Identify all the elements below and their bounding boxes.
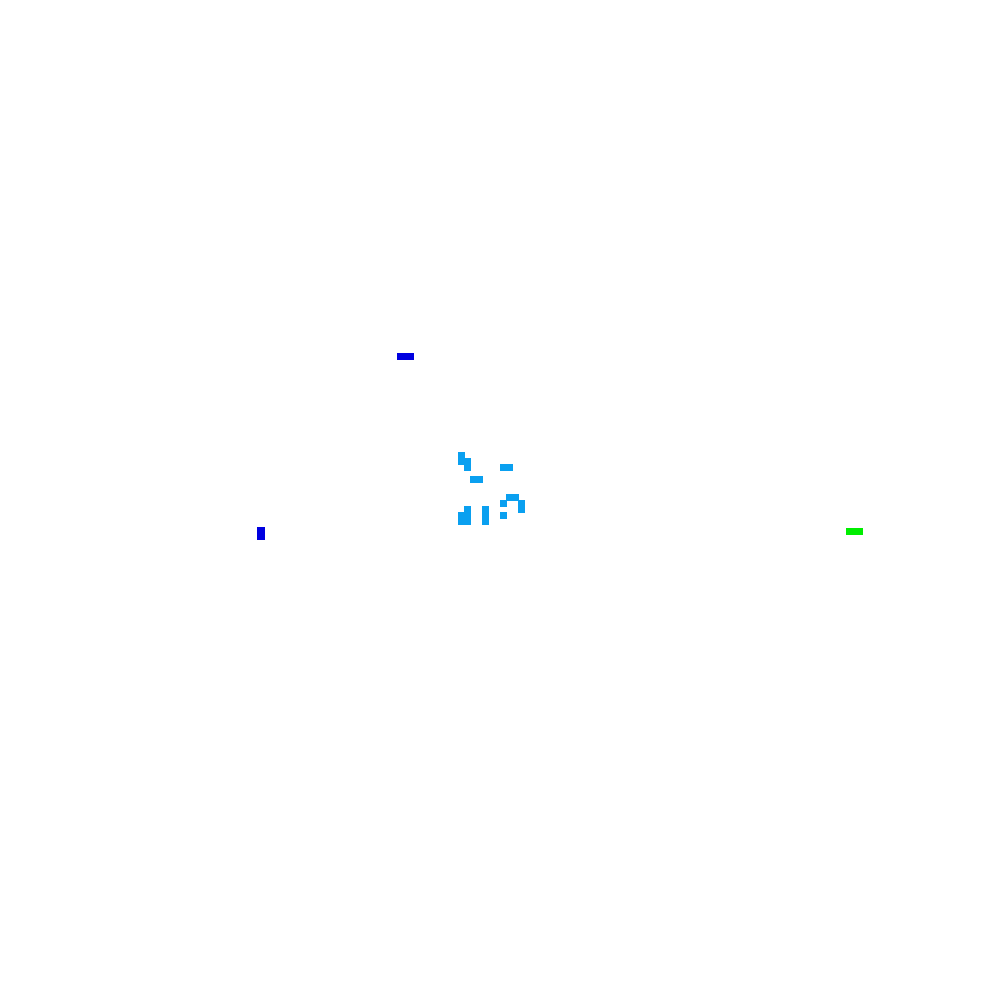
cluster-cell	[464, 458, 471, 465]
green-piece-right[interactable]	[846, 528, 863, 535]
cluster-cell	[464, 464, 471, 471]
cluster-cell	[500, 512, 507, 519]
cluster-cell	[500, 464, 507, 471]
blue-piece-top[interactable]	[397, 353, 414, 360]
cluster-cell	[482, 512, 489, 519]
cluster-cell	[482, 518, 489, 525]
cluster-cell	[476, 476, 483, 483]
cluster-cell	[464, 518, 471, 525]
cluster-cell	[518, 500, 525, 507]
cluster-cell	[464, 512, 471, 519]
cluster-cell	[512, 494, 519, 501]
cluster-cell	[506, 494, 513, 501]
cluster-cell	[458, 512, 465, 519]
cluster-cell	[458, 518, 465, 525]
cluster-cell	[464, 506, 471, 513]
cluster-cell	[506, 464, 513, 471]
cluster-cell	[458, 452, 465, 459]
cluster-cell	[458, 458, 465, 465]
cluster-cell	[500, 500, 507, 507]
cluster-cell	[470, 476, 477, 483]
cluster-cell	[518, 506, 525, 513]
blue-piece-left[interactable]	[257, 527, 265, 540]
cluster-cell	[482, 506, 489, 513]
